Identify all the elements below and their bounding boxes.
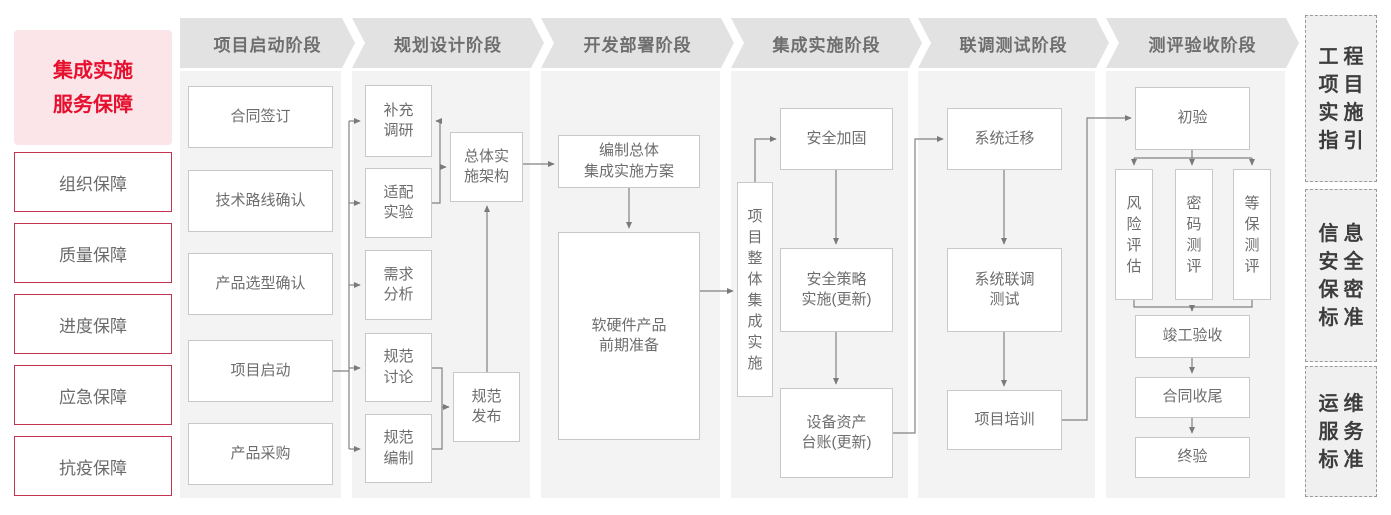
node-initial-acceptance: 初验 [1135,87,1250,150]
node-security-policy: 安全策略 实施(更新) [780,248,893,332]
node-tech-route: 技术路线确认 [188,170,333,232]
node-spec-discussion: 规范 讨论 [365,333,432,402]
node-overall-architecture: 总体实 施架构 [450,132,523,202]
node-adaptation-test: 适配 实验 [365,168,432,238]
node-completion-acceptance: 竣工验收 [1135,315,1250,358]
node-product-selection: 产品选型确认 [188,253,333,315]
node-crypto-evaluation-label: 密码测评 [1186,194,1202,275]
node-product-preparation: 软硬件产品 前期准备 [558,232,700,440]
node-asset-ledger: 设备资产 台账(更新) [780,388,893,478]
node-contract-closeout: 合同收尾 [1135,377,1250,418]
node-mlps-evaluation-label: 等保测评 [1244,194,1260,275]
phase-header-planning: 规划设计阶段 [352,18,544,68]
node-requirement-analysis: 需求 分析 [365,250,432,320]
node-joint-testing: 系统联调 测试 [947,248,1062,332]
node-final-acceptance: 终验 [1135,437,1250,478]
node-crypto-evaluation: 密码测评 [1175,169,1213,300]
node-spec-drafting: 规范 编制 [365,414,432,483]
sidebar-item-quality: 质量保障 [14,223,172,283]
phase-header-acceptance: 测评验收阶段 [1106,18,1299,68]
node-supplementary-research: 补充 调研 [365,85,432,157]
node-spec-release: 规范 发布 [453,372,520,442]
phase-header-integration: 集成实施阶段 [731,18,922,68]
ref-project-guide: 工程 项目 实施 指引 [1305,15,1377,182]
node-implementation-plan: 编制总体 集成实施方案 [558,135,700,188]
node-overall-integration-label: 项目整体集成实施 [747,207,763,372]
node-project-training: 项目培训 [947,390,1062,450]
node-risk-assessment-label: 风险评估 [1126,194,1142,275]
sidebar-title: 集成实施 服务保障 [14,30,172,145]
node-procurement: 产品采购 [188,423,333,485]
sidebar-item-epidemic: 抗疫保障 [14,436,172,496]
sidebar-item-emergency: 应急保障 [14,365,172,425]
ref-security-standard: 信息 安全 保密 标准 [1305,189,1377,362]
phase-header-development: 开发部署阶段 [541,18,734,68]
sidebar-item-organization: 组织保障 [14,152,172,212]
node-contract-signing: 合同签订 [188,86,333,148]
ref-ops-standard: 运维 服务 标准 [1305,366,1377,497]
sidebar-item-schedule: 进度保障 [14,294,172,354]
node-project-kickoff: 项目启动 [188,340,333,402]
node-mlps-evaluation: 等保测评 [1233,169,1271,300]
node-risk-assessment: 风险评估 [1115,169,1153,300]
phase-header-startup: 项目启动阶段 [180,18,355,68]
node-system-migration: 系统迁移 [947,108,1062,170]
node-security-hardening: 安全加固 [780,108,893,170]
node-overall-integration: 项目整体集成实施 [737,182,773,397]
phase-header-testing: 联调测试阶段 [918,18,1109,68]
